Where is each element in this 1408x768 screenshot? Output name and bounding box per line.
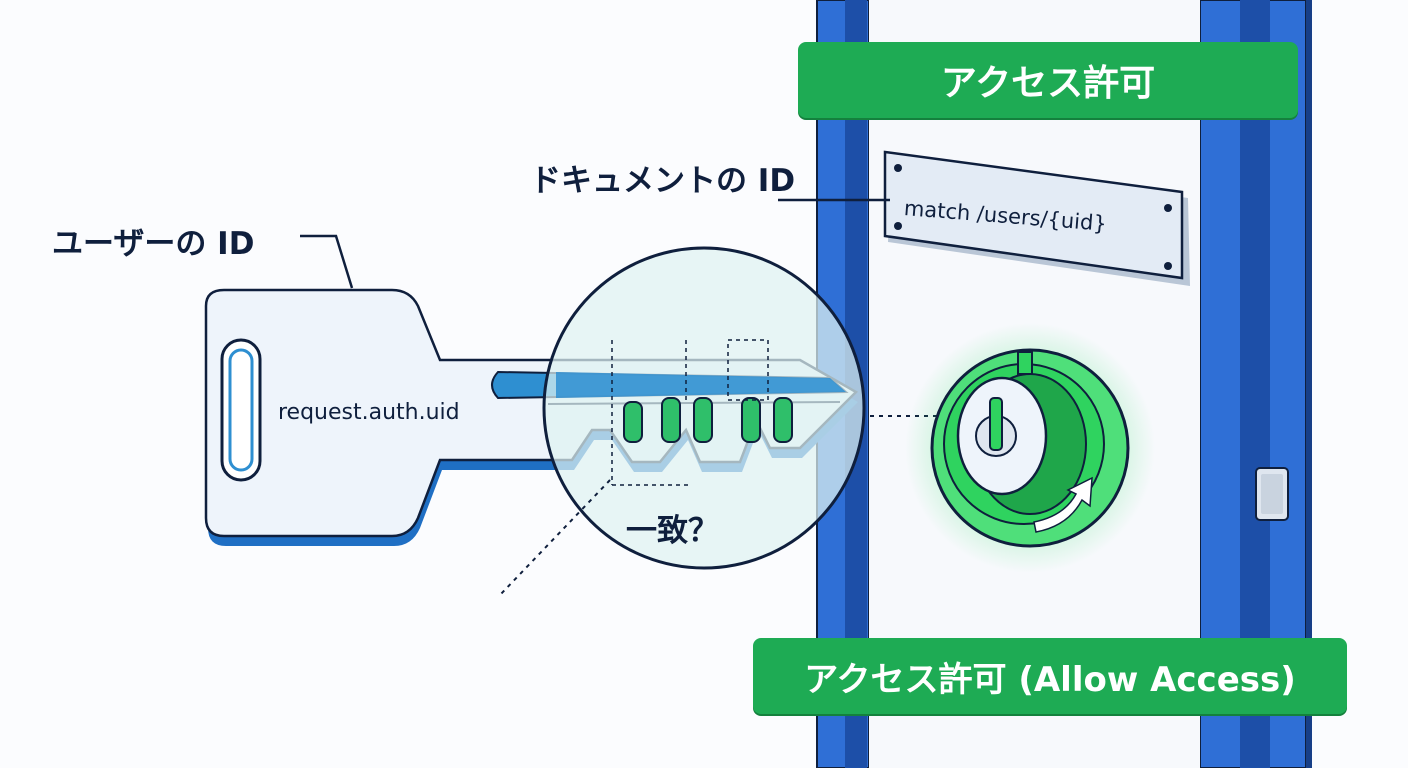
leader-line-user-id	[300, 234, 354, 289]
lock-icon	[905, 323, 1155, 573]
plate	[883, 150, 1190, 286]
user-id-label: ユーザーの ID	[52, 226, 255, 262]
magnifier-lens-icon	[542, 246, 866, 570]
door-handle-icon	[1255, 467, 1289, 521]
access-granted-banner-bottom: アクセス許可 (Allow Access)	[753, 638, 1347, 714]
access-granted-banner-top: アクセス許可	[798, 42, 1298, 118]
lock-pins	[623, 397, 793, 443]
key-text: request.auth.uid	[278, 400, 460, 425]
match-question-label: 一致？	[626, 513, 719, 549]
document-id-label: ドキュメントの ID	[530, 163, 796, 199]
turn-arrow-icon	[1033, 476, 1093, 533]
